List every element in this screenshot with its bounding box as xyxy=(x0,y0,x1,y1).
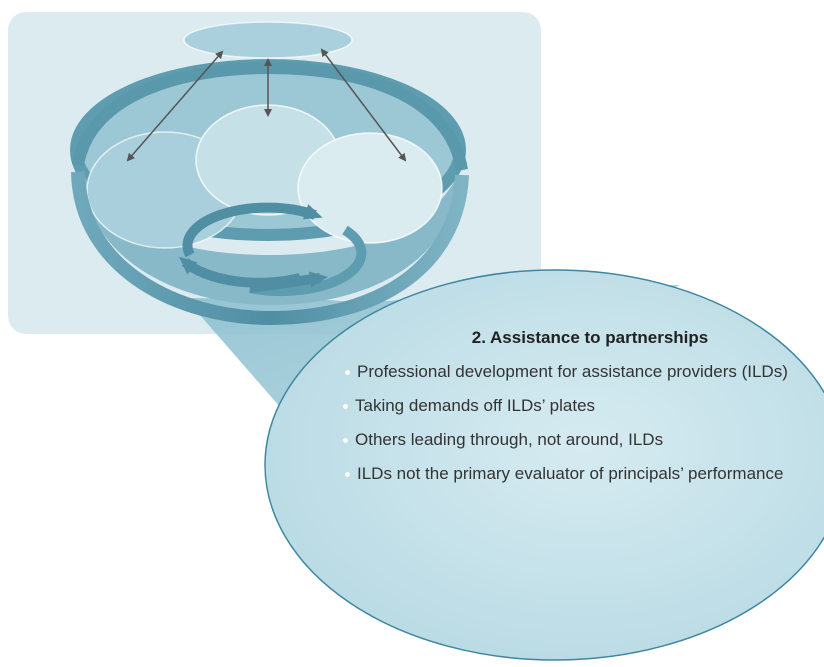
callout-title: 2. Assistance to partnerships xyxy=(471,328,709,347)
arrow-left xyxy=(126,50,224,162)
bowl-front-rim xyxy=(71,171,469,326)
list-item-text: Others leading through, not around, ILDs xyxy=(355,430,664,449)
circle-right xyxy=(297,132,443,244)
list-item-text: ILDs not the primary evaluator of princi… xyxy=(357,464,784,483)
arrow-right xyxy=(320,48,407,162)
bowl-inner xyxy=(82,170,458,305)
list-item: ILDs not the primary evaluator of princi… xyxy=(345,462,815,486)
callout-oval xyxy=(264,269,824,661)
callout-content: 2. Assistance to partnerships Profession… xyxy=(325,328,815,496)
bullet-icon xyxy=(345,472,350,477)
bullet-icon xyxy=(345,370,350,375)
list-item: Professional development for assistance … xyxy=(345,360,815,384)
list-item: Others leading through, not around, ILDs xyxy=(343,428,815,452)
connector-arrows xyxy=(126,48,407,162)
list-item: Taking demands off ILDs’ plates xyxy=(343,394,815,418)
list-item-text: Professional development for assistance … xyxy=(357,362,788,381)
callout-list: Professional development for assistance … xyxy=(325,360,815,486)
top-oval xyxy=(183,21,353,59)
bullet-icon xyxy=(343,438,348,443)
list-item-text: Taking demands off ILDs’ plates xyxy=(355,396,596,415)
cycle-arrows xyxy=(178,202,367,297)
bullet-icon xyxy=(343,404,348,409)
